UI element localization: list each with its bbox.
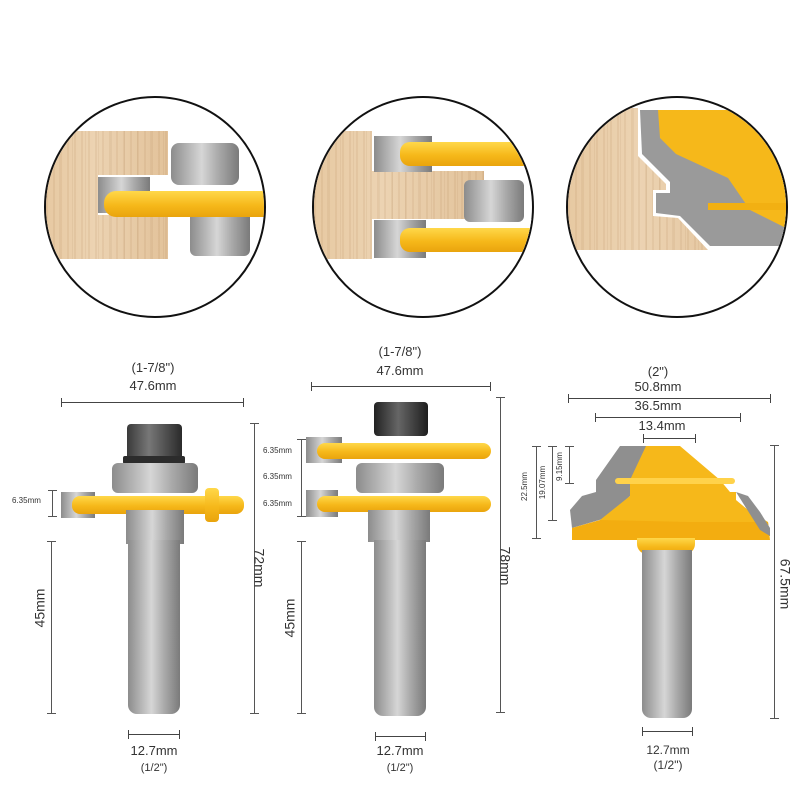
bit3-total-length-label: 67.5mm [777,558,794,610]
bit2-hub [368,510,430,542]
bit1-cutter-thickness-label: 6.35mm [12,496,41,505]
bit2-spacer-thickness: 6.35mm [263,472,292,481]
bit2-cutter-thickness-bottom: 6.35mm [263,499,292,508]
detail-view-single-slot [44,96,266,318]
bit1-total-length-line [250,423,259,714]
bit1-total-length-label: 72mm [251,548,268,588]
bit3-mid-width-line [595,413,741,422]
cutter-arm [104,191,264,217]
bit2-width-mm: 47.6mm [376,363,424,378]
bit2-shank-diameter-mm: 12.7mm [376,743,424,758]
bit1-shank-diameter-inch: (1/2") [140,762,168,774]
bit2-shank-length-label: 45mm [281,598,298,638]
bit1-shank-diameter-mm: 12.7mm [130,743,178,758]
bit3-top-width-label: 13.4mm [638,418,686,433]
bit3-width-dimension-line [568,394,771,403]
bit3-height-9-label: 9.15mm [554,452,564,481]
bit2-cutter-thickness-top: 6.35mm [263,446,292,455]
bit3-top-width-line [643,434,696,443]
bit1-shank-diameter-line [128,730,180,739]
bit2-shank-diameter-line [375,732,426,741]
bit1-bearing [112,463,198,493]
detail-view-double-slot [312,96,534,318]
bit2-total-length-label: 78mm [497,546,514,586]
bit3-shank-diameter-mm: 12.7mm [646,743,690,757]
bit2-total-length-line [496,397,505,713]
bit3-height-9-line [565,446,574,484]
bit2-thickness-line [297,439,306,517]
bit1-width-dimension-line [61,398,244,407]
bit3-cutter-head [570,446,770,540]
bit2-cutter-arm-bottom [317,496,491,512]
bit1-washer [123,456,185,464]
bit3-height-19-label: 19.07mm [538,465,548,500]
bit3-shank [642,550,692,718]
detail-view-lock-miter [566,96,788,318]
bit2-cutter-arm-top [317,443,491,459]
bit1-shank-length-line [47,541,56,714]
bit1-cutter-thickness-line [48,490,57,517]
bit3-height-22-label: 22.5mm [519,472,529,501]
bit3-mid-width-label: 36.5mm [634,398,682,413]
bit3-height-22-line [532,446,541,539]
cutter-arm-top [400,142,532,166]
bit2-shank [374,540,426,716]
bit2-shank-length-line [297,541,306,714]
bit3-total-length-line [770,445,779,719]
bit2-width-dimension-line [311,382,491,391]
bit3-width-mm: 50.8mm [634,379,682,394]
bit2-bearing [356,463,444,493]
bit1-nut [127,424,182,460]
bit1-width-inch: (1-7/8") [131,360,175,375]
arbor [190,216,250,256]
lock-miter-profile [638,108,786,250]
bit1-shank [128,540,180,714]
cutter-arm-bottom [400,228,532,252]
bit3-shank-diameter-line [642,727,693,736]
bit1-shank-length-label: 45mm [31,588,48,628]
bearing [171,143,239,185]
bit3-height-19-line [548,446,557,521]
bit2-width-inch: (1-7/8") [378,344,422,359]
bit2-shank-diameter-inch: (1/2") [386,762,414,774]
bit3-width-inch: (2") [647,364,669,379]
bit1-hub [126,510,184,544]
bit1-cutter-arm [72,496,244,514]
bit3-shank-diameter-inch: (1/2") [653,758,683,772]
bit1-rivet [205,488,219,522]
bit2-nut [374,402,428,436]
bit1-width-mm: 47.6mm [129,378,177,393]
bearing [464,180,524,222]
